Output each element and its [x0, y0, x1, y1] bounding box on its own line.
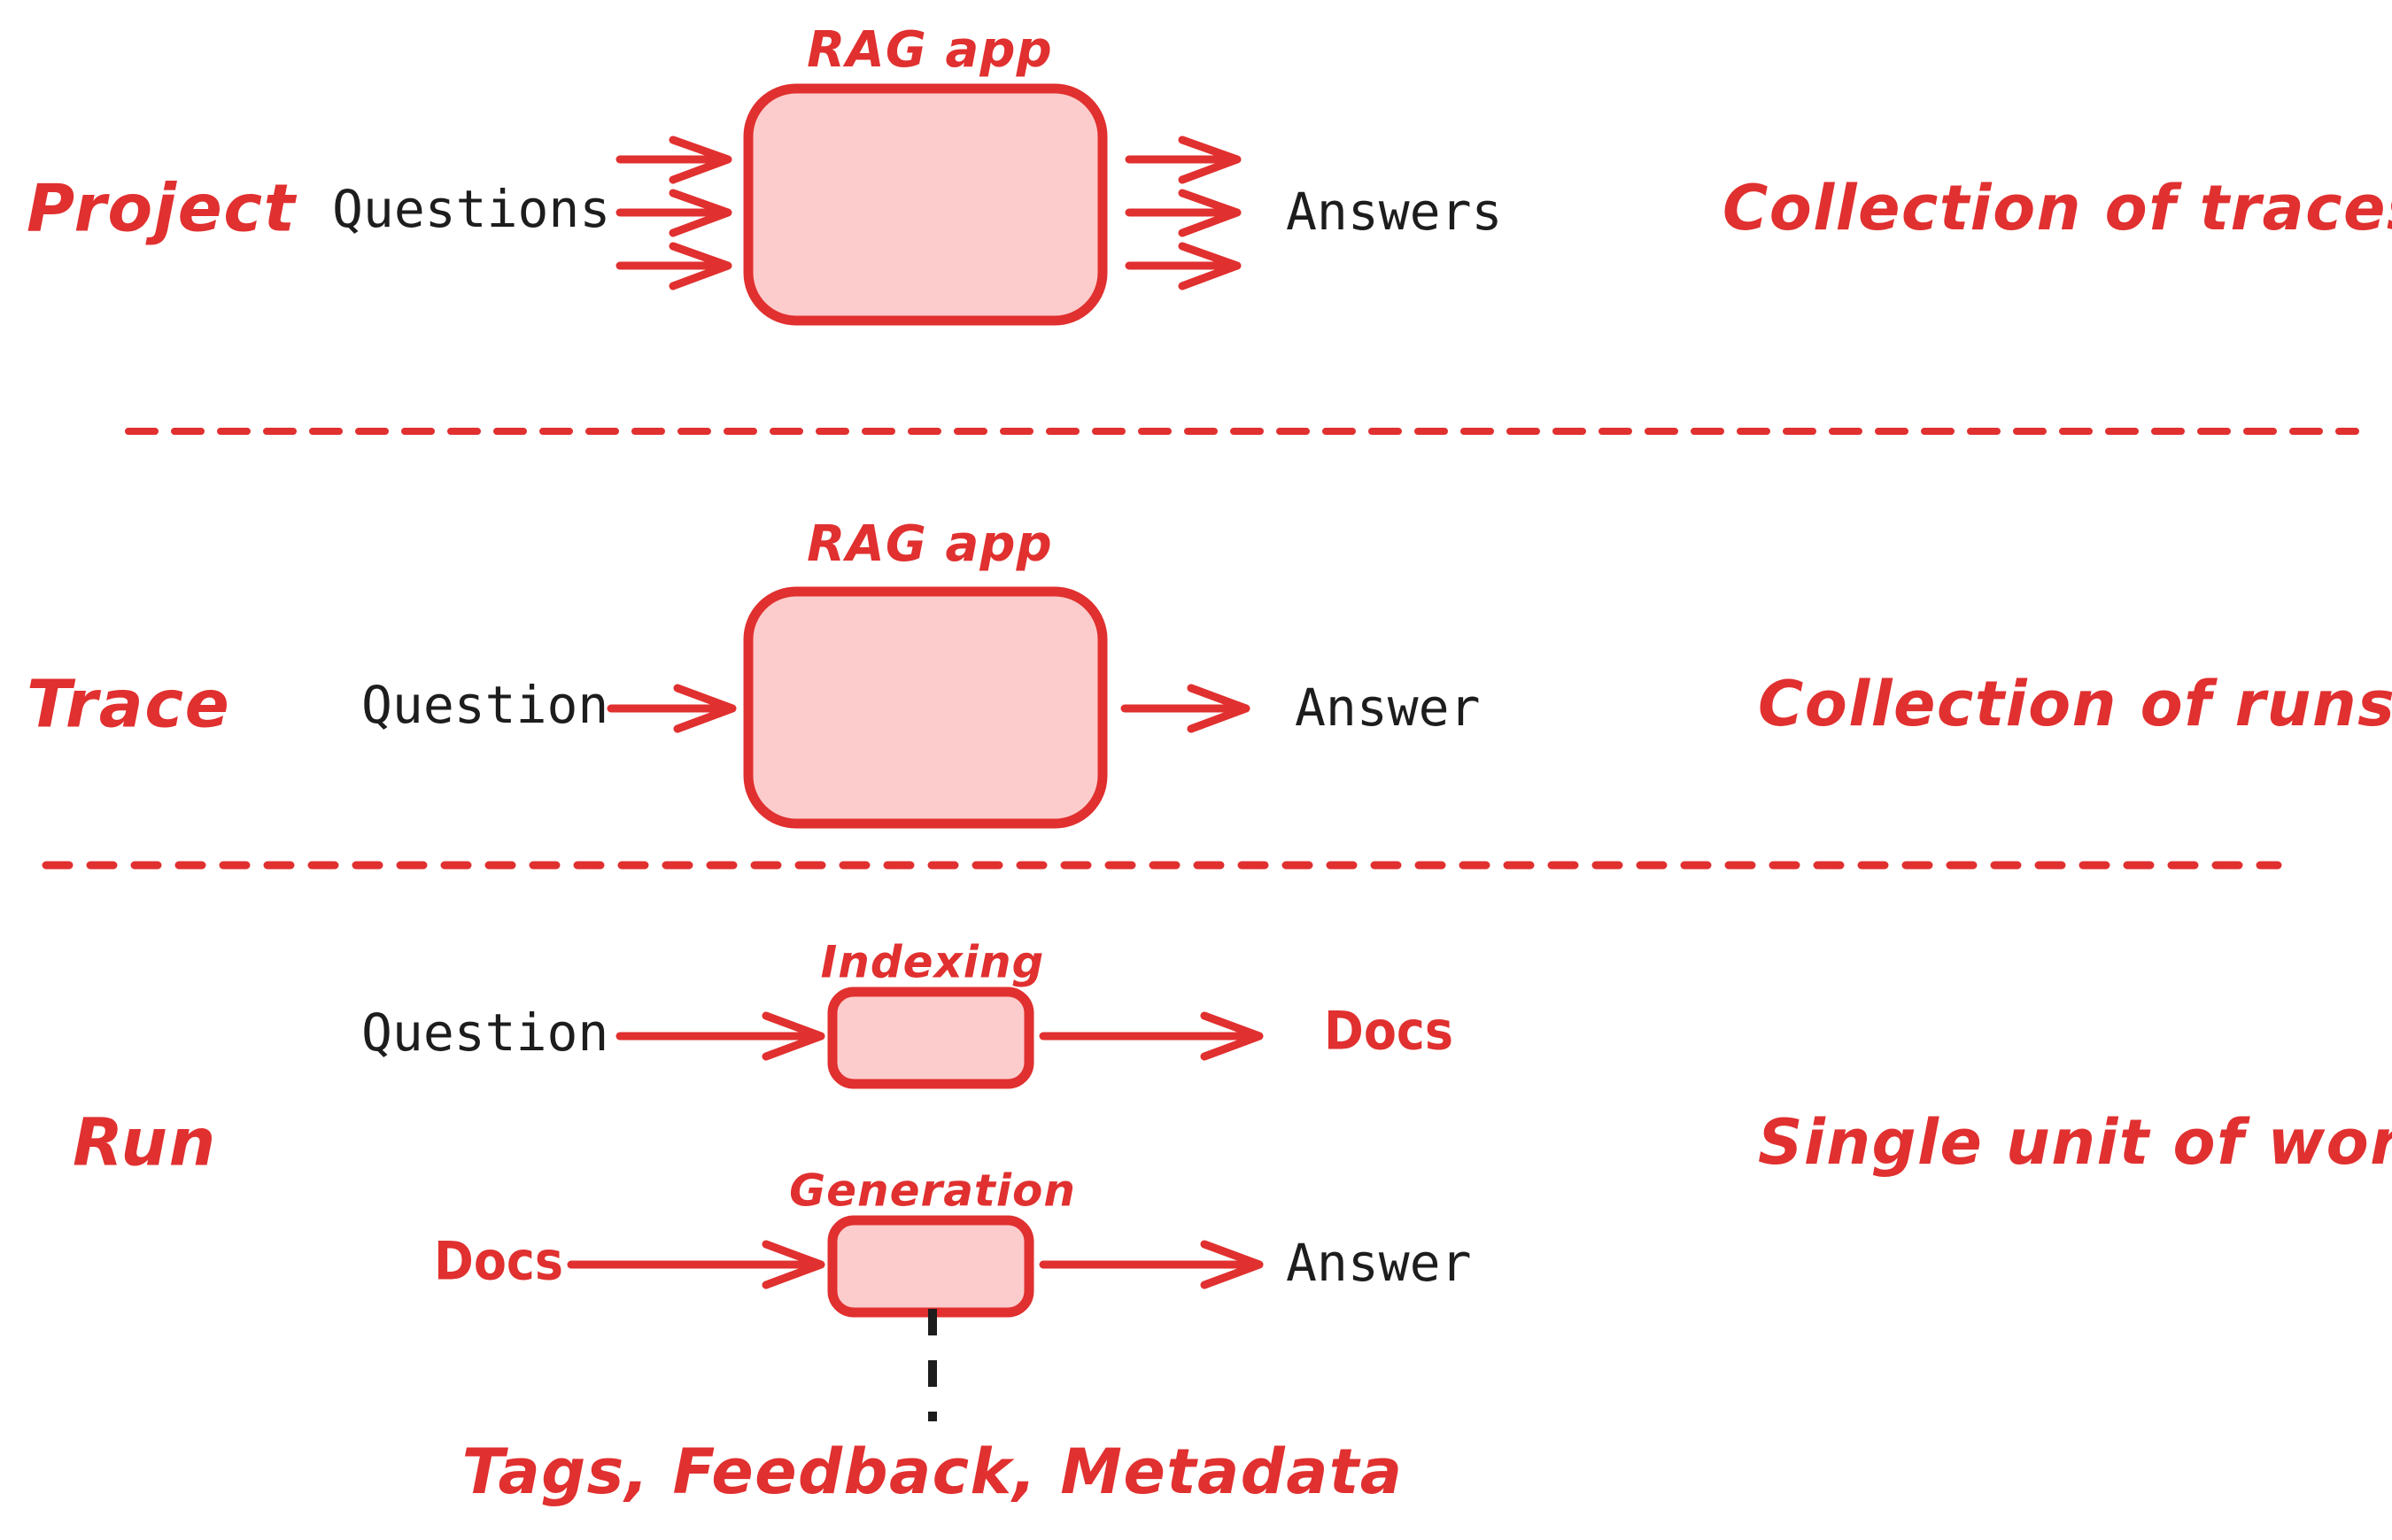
project-output-arrow-1	[1125, 135, 1242, 184]
run-level-label: Run	[73, 1105, 217, 1181]
run-description: Single unit of work	[1758, 1106, 2392, 1179]
trace-level-label: Trace	[27, 667, 230, 743]
project-input-arrow-3	[615, 242, 732, 290]
project-input-arrow-2	[615, 189, 732, 237]
indexing-box[interactable]	[827, 987, 1034, 1089]
project-output-label: Answers	[1286, 182, 1502, 242]
indexing-input-arrow	[615, 1011, 825, 1061]
generation-input-arrow	[567, 1240, 825, 1289]
indexing-output-arrow	[1039, 1011, 1264, 1061]
project-input-arrows	[615, 135, 732, 290]
generation-input-label: Docs	[434, 1231, 563, 1293]
indexing-box-label: Indexing	[821, 937, 1045, 988]
trace-output-label: Answer	[1295, 677, 1481, 738]
trace-input-label: Question	[361, 675, 608, 735]
indexing-output-label: Docs	[1324, 1001, 1453, 1063]
trace-description: Collection of runs	[1758, 668, 2392, 740]
project-input-arrow-1	[615, 135, 732, 184]
run-attachment-label: Tags, Feedback, Metadata	[462, 1436, 1404, 1508]
run-step-indexing: Question Indexing Docs	[361, 937, 1453, 1089]
project-output-arrow-3	[1125, 242, 1242, 290]
trace-rag-app-box[interactable]	[743, 586, 1108, 829]
generation-output-label: Answer	[1286, 1233, 1472, 1293]
indexing-input-label: Question	[361, 1002, 608, 1063]
trace-box-label: RAG app	[807, 515, 1053, 573]
project-box-label: RAG app	[807, 21, 1053, 79]
project-rag-app-box[interactable]	[743, 83, 1108, 326]
trace-section: Trace Question RAG app Answer Collection…	[27, 515, 2392, 829]
project-output-arrow-2	[1125, 189, 1242, 237]
project-input-label: Questions	[332, 179, 610, 239]
run-step-generation: Docs Generation Answer	[434, 1165, 1472, 1318]
project-section: Project Questions RAG app	[27, 21, 2392, 326]
generation-output-arrow	[1039, 1240, 1264, 1289]
trace-output-arrow	[1120, 684, 1250, 733]
generation-box-label: Generation	[789, 1165, 1076, 1217]
run-section: Run Question Indexing Docs Docs	[73, 937, 2392, 1509]
project-level-label: Project	[27, 171, 298, 247]
project-output-arrows	[1125, 135, 1242, 290]
project-description: Collection of traces	[1722, 172, 2392, 244]
generation-box[interactable]	[827, 1215, 1034, 1318]
trace-input-arrow	[607, 684, 737, 733]
